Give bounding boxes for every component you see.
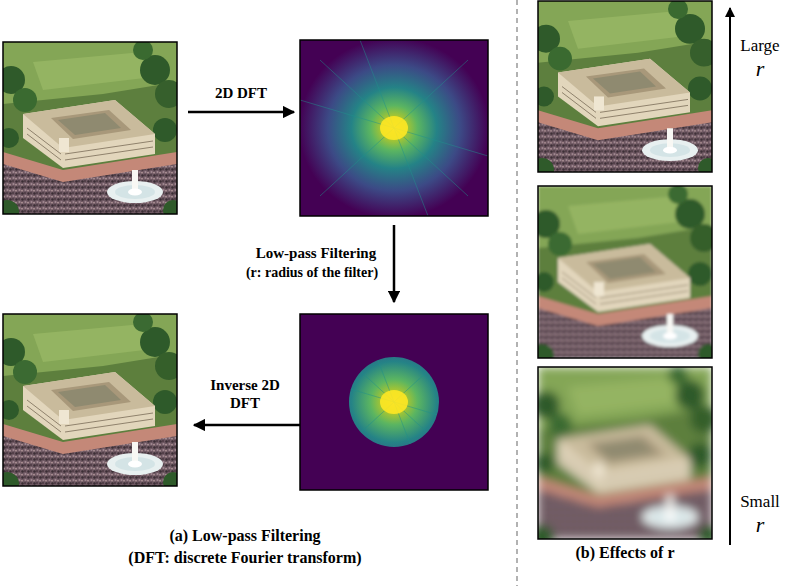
input-image [0,40,183,224]
caption: (b) Effects of r [575,543,674,562]
small-r-image [530,365,718,549]
caption: (DFT: discrete Fourier transform) [128,548,361,567]
spectrum-image [299,38,489,218]
image-border [3,42,177,214]
dft-arrow [188,111,294,114]
arrow-label: Low-pass Filtering [256,244,376,262]
inverse-arrow [194,424,300,427]
caption: (a) Low-pass Filtering [169,526,320,545]
axis-symbol: r [756,56,765,82]
axis-label: Large [740,36,779,56]
arrow-label: Inverse 2D DFT [209,376,281,412]
axis-symbol: r [756,512,765,538]
large-r-image [530,0,718,182]
image-border [538,367,712,539]
image-border [538,186,712,358]
image-border [300,314,488,490]
output-image [0,312,183,496]
separator [516,0,518,586]
axis-label: Small [740,492,780,512]
filtered-spectrum [299,312,489,492]
image-border [3,314,177,486]
r-axis-arrow [729,8,731,545]
image-border [300,40,488,216]
mid-r-image [530,184,718,368]
filter-arrow [393,225,396,302]
arrow-label: 2D DFT [215,84,267,102]
arrow-label: (r: radius of the filter) [246,265,378,282]
image-border [538,1,712,172]
